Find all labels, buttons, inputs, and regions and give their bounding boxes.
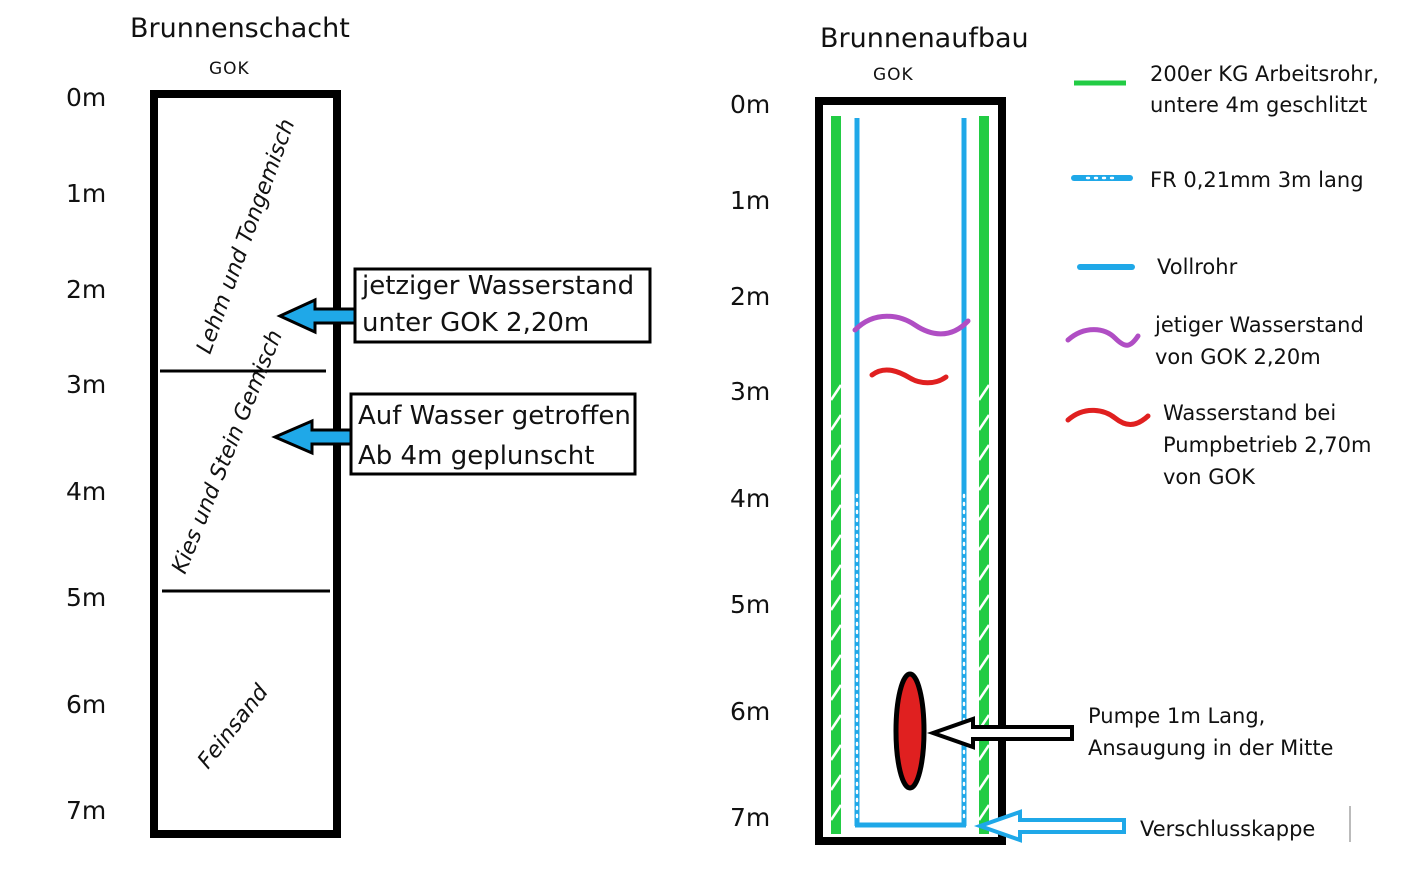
layer-feinsand-label: Feinsand (193, 679, 274, 773)
right-depth-0: 0m (730, 90, 770, 119)
pump-arrow (926, 716, 1074, 750)
right-depth-scale: 0m 1m 2m 3m 4m 5m 6m 7m (730, 90, 770, 832)
legend-water-pump-line2: Pumpbetrieb 2,70m (1163, 433, 1371, 457)
right-depth-4: 4m (730, 484, 770, 513)
cap-label: Verschlusskappe (1140, 817, 1315, 841)
water-hit-line2: Ab 4m geplunscht (358, 441, 594, 471)
left-depth-7: 7m (66, 796, 106, 825)
right-depth-6: 6m (730, 697, 770, 726)
water-hit-arrow (271, 418, 354, 456)
kg-pipe-slits (829, 384, 991, 821)
left-depth-scale: 0m 1m 2m 3m 4m 5m 6m 7m (66, 83, 106, 825)
water-level-now-wave (852, 313, 971, 337)
legend-water-now-swatch (1065, 327, 1141, 348)
legend-water-pump-swatch (1065, 407, 1151, 427)
water-hit-box (349, 392, 637, 476)
cap-arrow (973, 809, 1126, 843)
left-depth-6: 6m (66, 690, 106, 719)
legend-pipe-line1: 200er KG Arbeitsrohr, (1150, 62, 1379, 86)
layer-kies-label: Kies und Stein Gemisch (167, 327, 288, 578)
water-hit-line1: Auf Wasser getroffen (358, 401, 631, 431)
right-depth-5: 5m (730, 590, 770, 619)
water-now-arrow (276, 297, 357, 335)
layer-lehm-label: Lehm und Tongemisch (192, 116, 300, 357)
right-title: Brunnenaufbau (820, 23, 1029, 54)
left-depth-3: 3m (66, 370, 106, 399)
legend-water-pump-line1: Wasserstand bei (1163, 401, 1336, 425)
legend-solid-label: Vollrohr (1157, 255, 1238, 279)
water-now-line1: jetziger Wasserstand (361, 271, 634, 301)
left-depth-2: 2m (66, 275, 106, 304)
right-gok-label: GOK (873, 65, 914, 85)
left-depth-5: 5m (66, 583, 106, 612)
left-depth-4: 4m (66, 477, 106, 506)
legend-water-pump-line3: von GOK (1163, 465, 1256, 489)
right-depth-1: 1m (730, 186, 770, 215)
right-depth-7: 7m (730, 803, 770, 832)
left-title: Brunnenschacht (130, 13, 350, 44)
left-gok-label: GOK (209, 59, 250, 79)
right-depth-3: 3m (730, 377, 770, 406)
right-shaft (815, 97, 1006, 845)
pump-note-line2: Ansaugung in der Mitte (1088, 736, 1333, 760)
water-now-line2: unter GOK 2,20m (362, 308, 589, 338)
left-depth-0: 0m (66, 83, 106, 112)
legend: 200er KG Arbeitsrohr, untere 4m geschlit… (1065, 62, 1379, 489)
pump (893, 671, 927, 791)
legend-pipe-line2: untere 4m geschlitzt (1150, 93, 1367, 117)
left-shaft (150, 90, 341, 838)
pump-note-line1: Pumpe 1m Lang, (1088, 704, 1265, 728)
left-depth-1: 1m (66, 179, 106, 208)
legend-water-now-line2: von GOK 2,20m (1155, 345, 1321, 369)
right-depth-2: 2m (730, 282, 770, 311)
legend-filter-label: FR 0,21mm 3m lang (1150, 168, 1364, 192)
legend-water-now-line1: jetiger Wasserstand (1154, 313, 1364, 337)
water-now-box (353, 267, 652, 344)
water-level-pump-wave (869, 367, 949, 386)
